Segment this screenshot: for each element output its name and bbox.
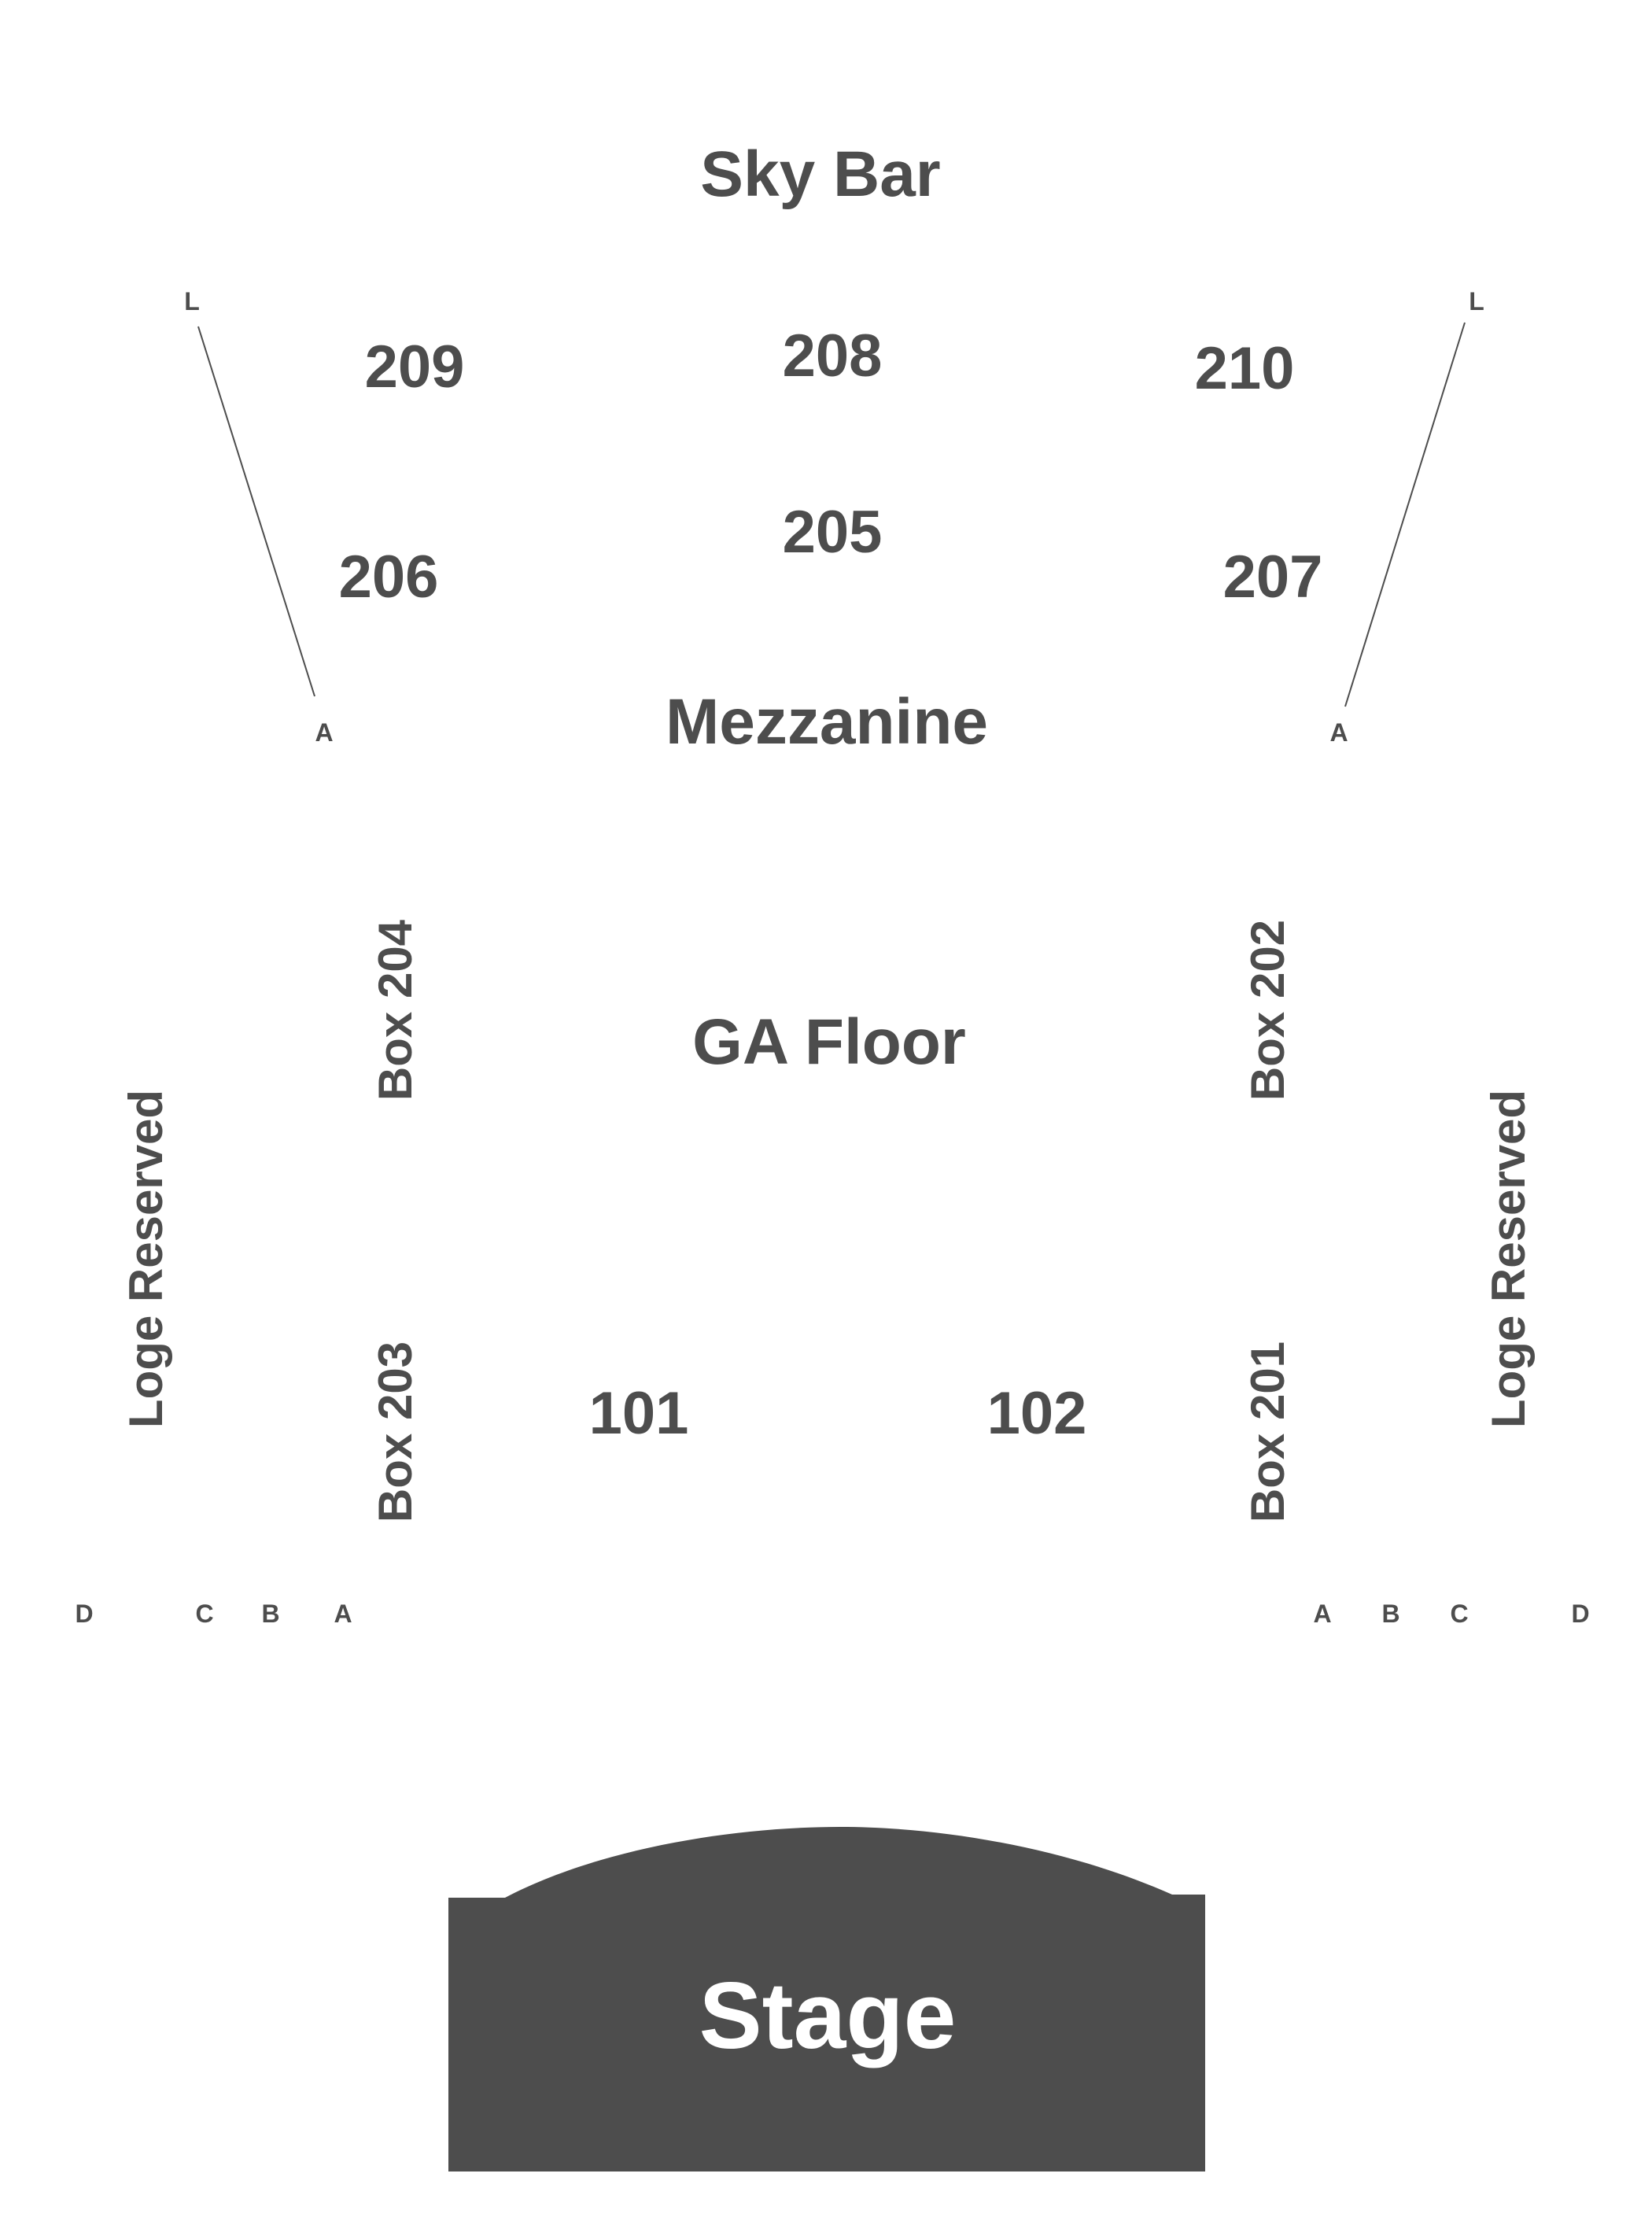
section-box-204[interactable]: Box 204 — [369, 919, 422, 1101]
row-label-lower-left-c: C — [195, 1600, 214, 1628]
section-208[interactable]: 208 — [782, 323, 883, 389]
row-label-lower-right-a: A — [1313, 1600, 1332, 1628]
row-guide-left — [197, 326, 315, 697]
section-box-201[interactable]: Box 201 — [1241, 1341, 1294, 1523]
section-loge-reserved-right[interactable]: Loge Reserved — [1482, 1089, 1535, 1429]
section-loge-reserved-left[interactable]: Loge Reserved — [120, 1089, 172, 1429]
stage-shape[interactable] — [448, 1827, 1205, 2171]
section-209[interactable]: 209 — [364, 334, 465, 400]
section-ga-floor[interactable]: GA Floor — [692, 1006, 966, 1078]
section-210[interactable]: 210 — [1194, 335, 1295, 402]
section-102[interactable]: 102 — [986, 1380, 1087, 1447]
section-sky-bar[interactable]: Sky Bar — [700, 138, 941, 210]
row-label-lower-right-d: D — [1571, 1600, 1590, 1628]
section-207[interactable]: 207 — [1222, 544, 1323, 611]
row-label-lower-left-b: B — [261, 1600, 280, 1628]
row-label-upper-left-a: A — [315, 718, 334, 747]
row-label-lower-left-a: A — [334, 1600, 352, 1628]
section-205[interactable]: 205 — [782, 499, 883, 566]
section-box-203[interactable]: Box 203 — [369, 1341, 422, 1523]
row-label-lower-right-b: B — [1381, 1600, 1400, 1628]
row-label-upper-right-a: A — [1329, 718, 1348, 747]
stage-label: Stage — [699, 1963, 957, 2068]
section-101[interactable]: 101 — [588, 1380, 689, 1447]
row-label-lower-left-d: D — [75, 1600, 94, 1628]
row-label-lower-right-c: C — [1450, 1600, 1469, 1628]
row-label-upper-left-l: L — [184, 287, 200, 315]
section-206[interactable]: 206 — [338, 544, 439, 611]
section-mezzanine[interactable]: Mezzanine — [665, 686, 989, 758]
section-box-202[interactable]: Box 202 — [1241, 919, 1294, 1101]
row-label-upper-right-l: L — [1469, 287, 1484, 315]
row-guide-right — [1344, 322, 1466, 707]
